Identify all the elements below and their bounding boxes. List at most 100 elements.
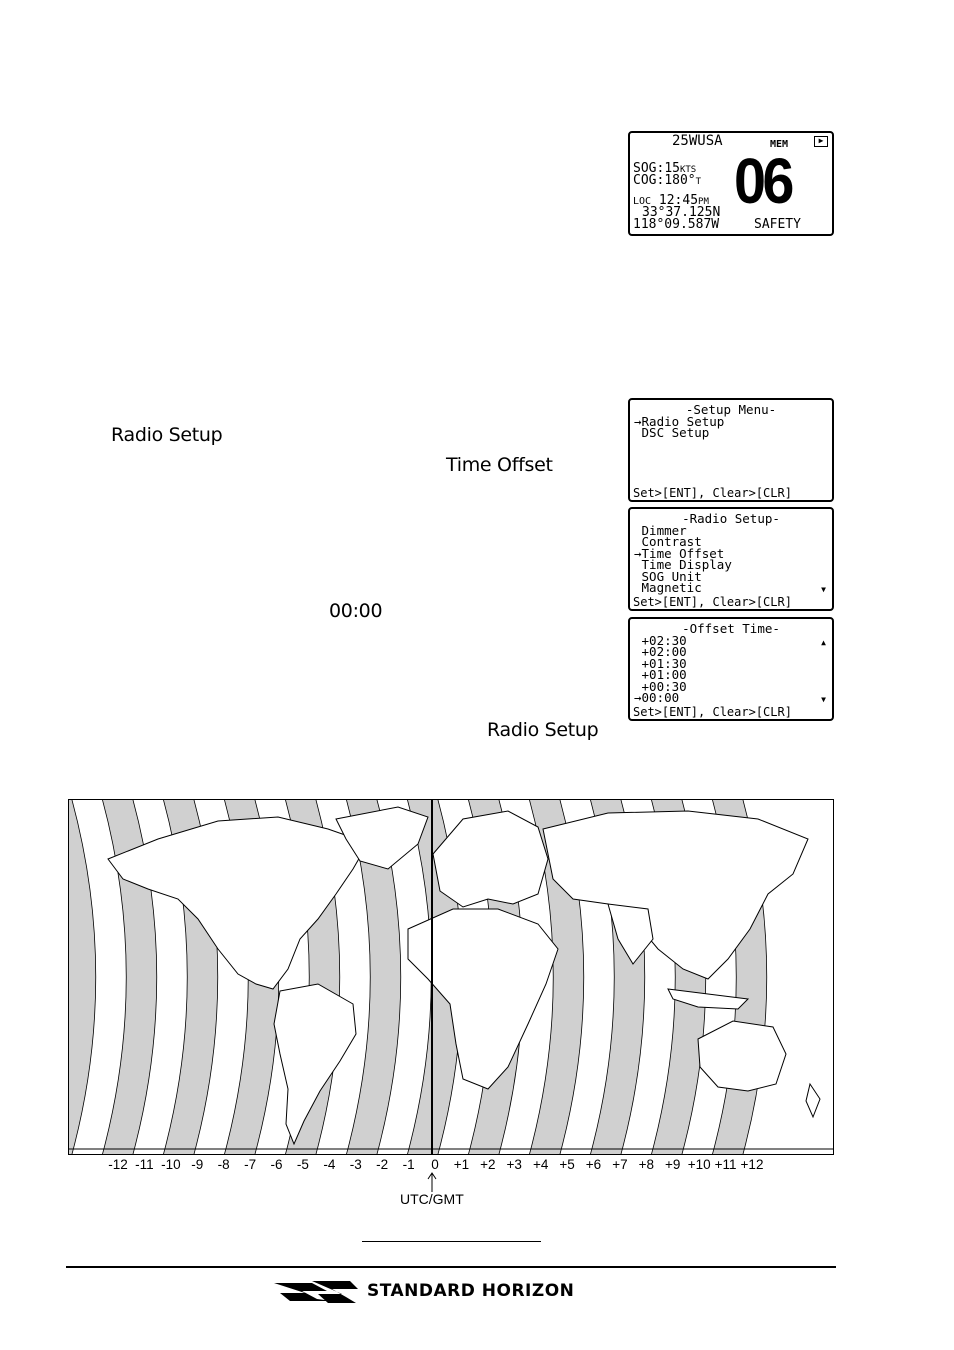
lcd-longitude: 118°09.587W (633, 217, 720, 232)
scroll-up-icon: ▲ (821, 638, 826, 647)
radio-setup-item-label: Contrast (641, 534, 702, 549)
setup-menu-item-label: Radio Setup (641, 413, 725, 429)
north-america-shape (107, 816, 369, 990)
time-zone-label: 0 (431, 1157, 439, 1172)
sog-label: SOG: (633, 161, 665, 176)
time-zone-label: +10 (687, 1157, 711, 1172)
lcd-latitude: 33°37.125N (642, 205, 721, 220)
offset-time-title: -Offset Time- (682, 621, 780, 636)
selection-arrow-icon: → (634, 690, 642, 705)
time-zone-label: -1 (402, 1157, 415, 1172)
time-zone-label: +6 (585, 1157, 602, 1172)
radio-setup-item-label: Time Offset (641, 545, 725, 561)
greenland-shape (335, 806, 429, 870)
setup-menu-item-label: DSC Setup (641, 425, 710, 440)
time-zone-label: -8 (217, 1157, 230, 1172)
time-zone-label: -2 (376, 1157, 389, 1172)
africa-shape (407, 908, 559, 1090)
radio-setup-item-label: Magnetic (641, 580, 702, 595)
main-lcd-screen: 25WUSA MEM ▶ SOG:15KTS COG:180°T LOC 12:… (628, 131, 834, 236)
time-zone-label: +5 (559, 1157, 575, 1172)
footnote-rule (362, 1241, 541, 1242)
selection-arrow-icon: → (634, 545, 642, 561)
offset-time-item-label: +02:00 (641, 644, 687, 659)
time-zone-label: -11 (135, 1157, 154, 1172)
time-zone-label: +11 (714, 1157, 737, 1172)
time-zone-label: -9 (191, 1157, 204, 1172)
india-shape (607, 903, 654, 965)
lcd-sog-row: SOG:15KTS (633, 161, 697, 177)
offset-time-item[interactable]: +01:00 (634, 668, 832, 681)
ampm: PM (698, 197, 709, 207)
offset-time-item[interactable]: +00:30 (634, 678, 832, 694)
offset-time-footer: Set>[ENT], Clear>[CLR] (633, 704, 792, 719)
setup-menu-title: -Setup Menu- (685, 402, 777, 417)
time-zone-label: +7 (612, 1157, 628, 1172)
brand-name: STANDARD HORIZON (367, 1281, 575, 1301)
radio-setup-item-label: Time Display (641, 557, 732, 572)
time-zone-label: -7 (244, 1157, 257, 1172)
time-zone-label: +12 (740, 1157, 764, 1172)
time-zone-label: -6 (270, 1157, 283, 1172)
footer-rule (66, 1266, 836, 1268)
europe-shape (432, 810, 549, 908)
radio-setup-screen: -Radio Setup- Dimmer Contrast→Time Offse… (628, 507, 834, 611)
zero-time-label: 00:00 (329, 600, 383, 622)
setup-menu-screen: -Setup Menu- →Radio Setup DSC Setup Set>… (628, 398, 834, 502)
radio-setup-list: Dimmer Contrast→Time Offset Time Display… (630, 522, 832, 595)
lcd-time-row: LOC 12:45PM (633, 194, 709, 209)
utc-gmt-label: UTC/GMT (400, 1191, 464, 1207)
time-zone-band (68, 799, 97, 1155)
setup-menu-item[interactable]: →Radio Setup (634, 413, 832, 429)
scroll-down-icon: ▼ (821, 584, 826, 594)
setup-menu-list: →Radio Setup DSC Setup (630, 413, 832, 440)
offset-time-item[interactable]: →00:00 (634, 690, 832, 705)
offset-time-item[interactable]: +02:00 (634, 644, 832, 659)
time-zone-label: -5 (296, 1157, 309, 1172)
radio-setup-item-label: Dimmer (641, 522, 687, 538)
time-zone-band (101, 799, 158, 1155)
time-zone-label: +9 (665, 1157, 681, 1172)
lcd-mem-indicator: MEM (770, 139, 789, 150)
time-zone-band (345, 799, 402, 1155)
brand-logo (272, 1279, 362, 1305)
time-zone-map-graphic (68, 799, 834, 1155)
offset-time-screen: -Offset Time- +02:30 +02:00 +01:30 +01:0… (628, 617, 834, 721)
offset-time-item-label: +00:30 (641, 678, 687, 694)
offset-time-item[interactable]: +02:30 (634, 632, 832, 648)
offset-time-item-label: +01:30 (641, 655, 687, 671)
time-zone-label: +3 (506, 1157, 522, 1172)
lcd-station-title: 25WUSA (672, 133, 723, 149)
radio-setup-item[interactable]: →Time Offset (634, 545, 832, 561)
setup-menu-item[interactable]: DSC Setup (634, 425, 832, 440)
sog-unit: KTS (679, 165, 697, 175)
time-zone-label: -3 (349, 1157, 362, 1172)
australia-shape (697, 1020, 787, 1092)
radio-setup-title: -Radio Setup- (682, 511, 780, 526)
item-spacer (634, 580, 642, 595)
lcd-cog-row: COG:180°T (633, 173, 701, 189)
time-zone-label: +4 (532, 1157, 549, 1172)
setup-menu-footer: Set>[ENT], Clear>[CLR] (633, 485, 792, 500)
lcd-channel-number: 06 (734, 145, 794, 217)
cog-value: 180° (664, 173, 696, 188)
radio-setup-item[interactable]: Time Display (634, 557, 832, 572)
radio-setup-label-2: Radio Setup (487, 719, 599, 741)
asia-shape (542, 810, 809, 980)
radio-setup-footer: Set>[ENT], Clear>[CLR] (633, 594, 792, 609)
offset-time-item-label: +02:30 (641, 632, 687, 648)
radio-setup-item[interactable]: Magnetic (634, 580, 832, 595)
time-zone-label: +2 (480, 1157, 496, 1172)
indonesia-shape (667, 988, 750, 1010)
utc-arrow-icon (427, 1172, 437, 1192)
radio-setup-item[interactable]: Dimmer (634, 522, 832, 538)
offset-time-item[interactable]: +01:30 (634, 655, 832, 671)
radio-setup-item[interactable]: SOG Unit (634, 570, 832, 583)
south-america-shape (273, 983, 357, 1146)
offset-time-list: +02:30 +02:00 +01:30 +01:00 +00:30→00:00 (630, 632, 832, 705)
new-zealand-shape (805, 1082, 821, 1119)
item-spacer (634, 425, 642, 440)
time-zone-label: -10 (161, 1157, 181, 1172)
radio-setup-item[interactable]: Contrast (634, 534, 832, 549)
battery-icon: ▶ (814, 136, 828, 147)
